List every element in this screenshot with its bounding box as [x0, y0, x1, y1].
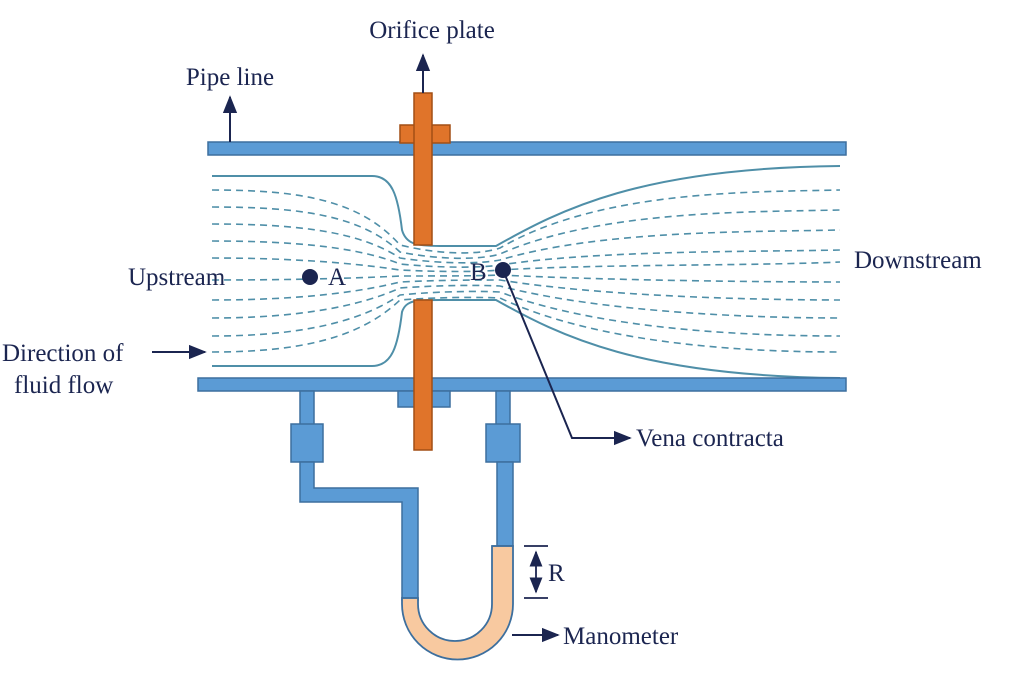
- orifice-lower-bar: [413, 299, 433, 451]
- streamline: [211, 290, 841, 337]
- streamline: [211, 223, 841, 264]
- point-a-marker: [302, 269, 318, 285]
- downstream-label: Downstream: [854, 247, 982, 274]
- pipe-line-label: Pipe line: [186, 64, 274, 91]
- manometer: [290, 390, 521, 661]
- right-tap-fitting: [485, 423, 521, 463]
- upstream-label: Upstream: [128, 264, 226, 291]
- streamline: [211, 257, 841, 273]
- reading-label: R: [548, 560, 565, 587]
- lower-boundary-streamline: [212, 299, 841, 379]
- streamlines: [211, 189, 841, 353]
- streamline: [211, 296, 841, 353]
- upper-boundary-streamline: [212, 165, 841, 247]
- vena-contracta-label: Vena contracta: [636, 425, 784, 452]
- streamline: [211, 240, 841, 268]
- point-b-label: B: [470, 259, 487, 286]
- right-tap-stem: [495, 390, 511, 426]
- direction-label-line2: fluid flow: [14, 372, 113, 399]
- streamline: [211, 189, 841, 254]
- streamline: [211, 206, 841, 260]
- point-a-label: A: [328, 264, 346, 291]
- left-connector-tube: [299, 461, 419, 601]
- boundary-streamlines: [212, 165, 841, 379]
- left-tap-stem: [299, 390, 315, 426]
- orifice-plate: [397, 92, 451, 451]
- streamline: [211, 279, 841, 301]
- upper-pipe-wall: [207, 141, 847, 156]
- orifice-upper-bar: [413, 92, 433, 246]
- manometer-label: Manometer: [563, 623, 679, 650]
- vena-contracta-leader: [502, 269, 632, 446]
- manometer-fluid: [401, 545, 514, 661]
- right-manometer-tube: [496, 461, 514, 547]
- direction-label-line1: Direction of: [2, 340, 124, 367]
- streamline: [211, 274, 841, 283]
- reading-dimension: [524, 545, 548, 599]
- streamline: [211, 284, 841, 319]
- lower-pipe-wall: [197, 377, 847, 392]
- orifice-plate-label: Orifice plate: [369, 17, 495, 44]
- left-tap-fitting: [290, 423, 324, 463]
